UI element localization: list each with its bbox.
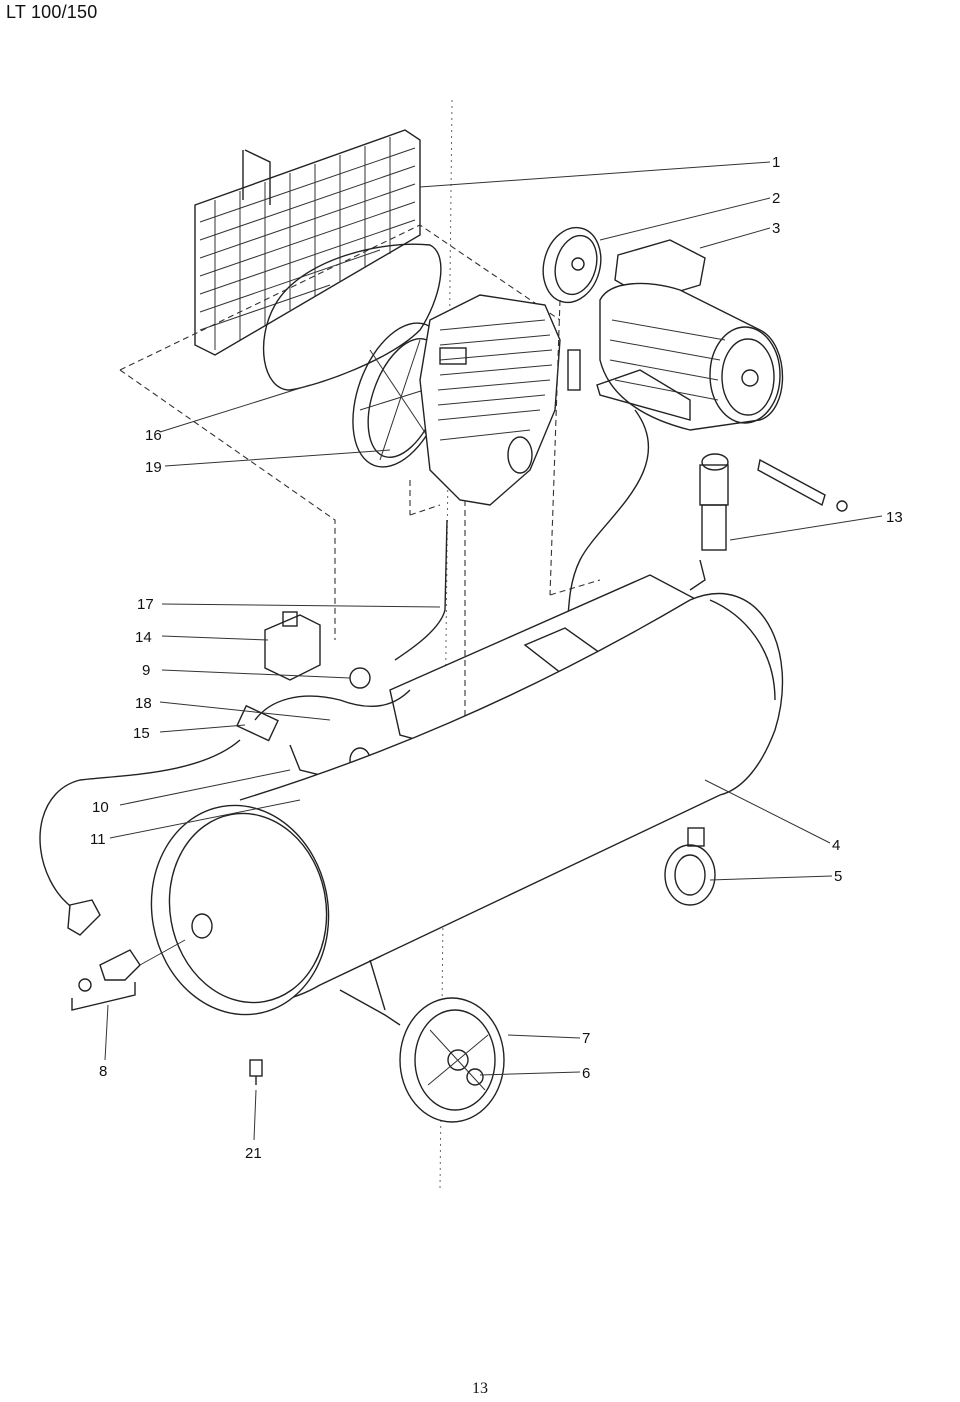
callout-14: 14 <box>135 629 152 646</box>
callout-21: 21 <box>245 1145 262 1162</box>
callout-18: 18 <box>135 695 152 712</box>
base-outline-top <box>119 224 561 371</box>
callout-3: 3 <box>772 220 780 237</box>
center-axis-line <box>439 99 453 1191</box>
pressure-switch <box>264 611 321 681</box>
callout-10: 10 <box>92 799 109 816</box>
delivery-tube <box>394 519 448 661</box>
air-filter-regulator <box>689 453 848 591</box>
air-tank <box>150 592 784 1016</box>
electric-motor <box>596 239 784 431</box>
callout-15: 15 <box>133 725 150 742</box>
drain-cock <box>71 949 141 1011</box>
dashed-guide-line-b <box>549 579 601 596</box>
base-outline-left <box>119 369 336 640</box>
delivery-pipe-fitting <box>567 349 581 391</box>
swivel-caster <box>664 827 716 906</box>
document-title: LT 100/150 <box>6 2 98 22</box>
pump-head <box>409 294 561 516</box>
callout-labels: 1 2 3 4 5 6 7 8 9 10 11 13 14 15 16 17 1… <box>90 154 903 1162</box>
tank-wheel <box>339 959 505 1123</box>
callout-11: 11 <box>90 831 106 848</box>
callout-19: 19 <box>145 459 162 476</box>
power-cord <box>39 739 241 916</box>
switch-wiring <box>254 689 411 721</box>
callout-7: 7 <box>582 1030 590 1047</box>
callout-1: 1 <box>772 154 780 171</box>
callout-4: 4 <box>832 837 840 854</box>
leader-lines <box>104 161 883 1141</box>
check-valve <box>349 667 371 689</box>
page-number: 13 <box>472 1380 488 1397</box>
drain-plug <box>249 1059 263 1085</box>
callout-5: 5 <box>834 868 842 885</box>
callout-6: 6 <box>582 1065 590 1082</box>
dashed-guide-line <box>549 299 561 596</box>
callout-8: 8 <box>99 1063 107 1080</box>
callout-16: 16 <box>145 427 162 444</box>
power-plug <box>67 899 101 936</box>
callout-9: 9 <box>142 662 150 679</box>
drive-belt <box>262 243 442 391</box>
callout-2: 2 <box>772 190 780 207</box>
callout-17: 17 <box>137 596 154 613</box>
callout-13: 13 <box>886 509 903 526</box>
motor-pulley <box>542 226 602 304</box>
cooler-grid <box>194 129 421 356</box>
